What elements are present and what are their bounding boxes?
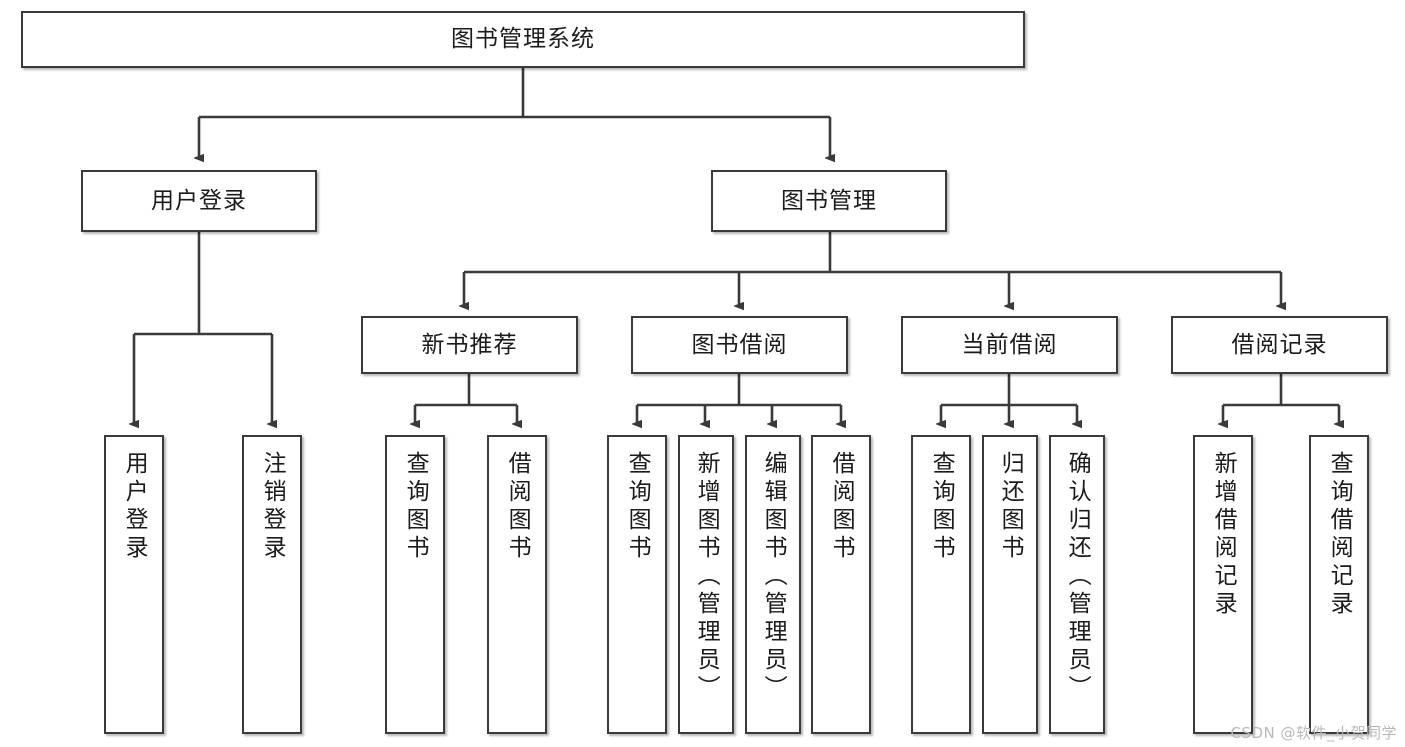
- node-label: 归还图书: [997, 451, 1024, 563]
- node-book-management[interactable]: 图书管理: [711, 170, 947, 232]
- leaf-book-borrow-edit[interactable]: 编辑图书（管理员）: [745, 435, 801, 734]
- node-label: 查询借阅记录: [1326, 451, 1353, 619]
- node-label: 图书管理: [781, 187, 877, 214]
- node-label: 确认归还（管理员）: [1064, 451, 1091, 703]
- node-label: 图书借阅: [691, 331, 788, 358]
- leaf-borrow-record-add[interactable]: 新增借阅记录: [1193, 435, 1253, 734]
- leaf-current-borrow-confirm-return[interactable]: 确认归还（管理员）: [1049, 435, 1105, 734]
- node-label: 当前借阅: [961, 331, 1058, 358]
- node-borrow-record[interactable]: 借阅记录: [1171, 316, 1388, 374]
- node-root-book-management-system[interactable]: 图书管理系统: [21, 11, 1025, 68]
- leaf-new-book-borrow[interactable]: 借阅图书: [487, 435, 547, 734]
- node-label: 借阅记录: [1231, 331, 1328, 358]
- node-label: 查询图书: [402, 451, 429, 563]
- leaf-current-borrow-return[interactable]: 归还图书: [982, 435, 1038, 734]
- leaf-current-borrow-query[interactable]: 查询图书: [911, 435, 971, 734]
- leaf-new-book-query[interactable]: 查询图书: [385, 435, 445, 734]
- node-label: 新增借阅记录: [1210, 451, 1237, 619]
- node-label: 借阅图书: [828, 451, 855, 563]
- leaf-borrow-record-query[interactable]: 查询借阅记录: [1309, 435, 1369, 734]
- node-new-book-recommend[interactable]: 新书推荐: [361, 316, 578, 374]
- leaf-user-login-signin[interactable]: 用户登录: [104, 435, 164, 734]
- leaf-book-borrow-borrow[interactable]: 借阅图书: [811, 435, 871, 734]
- node-label: 编辑图书（管理员）: [760, 451, 787, 703]
- node-label: 查询图书: [624, 451, 651, 563]
- node-book-borrow[interactable]: 图书借阅: [631, 316, 848, 374]
- node-label: 用户登录: [151, 187, 247, 214]
- watermark-text: CSDN @软件_小贺同学: [1230, 724, 1397, 742]
- leaf-book-borrow-query[interactable]: 查询图书: [607, 435, 667, 734]
- leaf-book-borrow-add[interactable]: 新增图书（管理员）: [678, 435, 734, 734]
- node-label: 新增图书（管理员）: [693, 451, 720, 703]
- node-label: 图书管理系统: [451, 26, 595, 53]
- node-label: 查询图书: [928, 451, 955, 563]
- node-label: 用户登录: [121, 451, 148, 563]
- node-label: 借阅图书: [504, 451, 531, 563]
- node-label: 注销登录: [259, 451, 286, 563]
- node-current-borrow[interactable]: 当前借阅: [901, 316, 1118, 374]
- node-user-login[interactable]: 用户登录: [81, 170, 317, 232]
- leaf-user-login-signout[interactable]: 注销登录: [242, 435, 302, 734]
- node-label: 新书推荐: [421, 331, 518, 358]
